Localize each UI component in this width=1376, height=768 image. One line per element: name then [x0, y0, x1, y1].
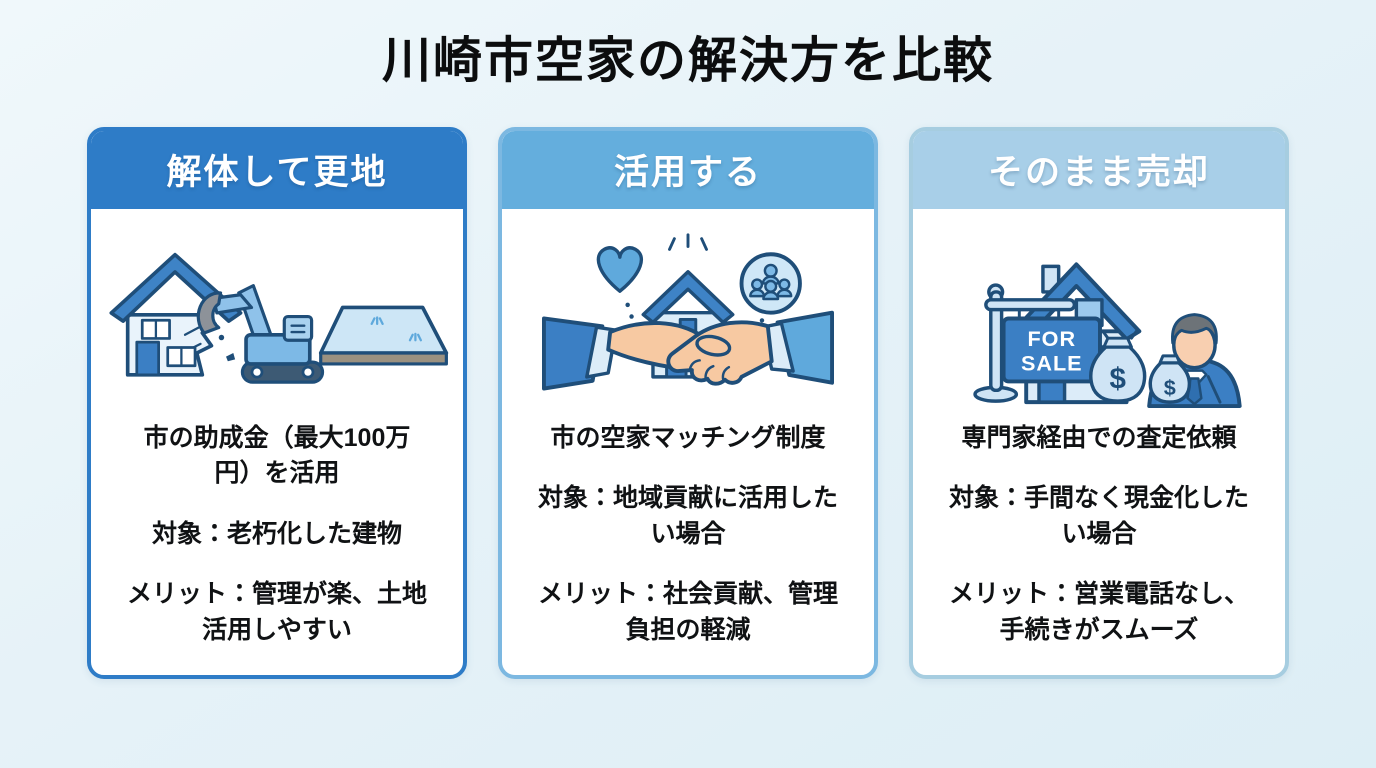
card-utilize-body: 市の空家マッチング制度 対象：地域貢献に活用したい場合 メリット：社会貢献、管理… — [502, 209, 874, 675]
demolition-icon — [104, 219, 450, 417]
card-sell: そのまま売却 — [909, 126, 1289, 679]
card-demolish-target: 対象：老朽化した建物 — [151, 519, 402, 548]
card-demolish-merit: メリット：管理が楽、土地活用しやすい — [126, 580, 427, 644]
card-utilize-text: 市の空家マッチング制度 対象：地域貢献に活用したい場合 メリット：社会貢献、管理… — [537, 421, 839, 649]
card-sell-text: 専門家経由での査定依頼 対象：手間なく現金化したい場合 メリット：営業電話なし、… — [948, 421, 1250, 649]
for-sale-text-line1: FOR — [1027, 326, 1076, 351]
handshake-icon — [542, 219, 834, 417]
card-sell-title: そのまま売却 — [987, 153, 1210, 193]
money-bag-dollar-small: $ — [1164, 375, 1176, 400]
page-title: 川崎市空家の解決方を比較 — [381, 34, 994, 88]
card-sell-program: 専門家経由での査定依頼 — [961, 423, 1237, 452]
money-bag-dollar-large: $ — [1109, 362, 1125, 395]
for-sale-text-line2: SALE — [1021, 350, 1083, 375]
card-utilize-merit: メリット：社会貢献、管理負担の軽減 — [537, 580, 838, 644]
card-demolish: 解体して更地 — [87, 126, 467, 679]
card-utilize-title: 活用する — [613, 153, 762, 193]
card-demolish-header: 解体して更地 — [91, 130, 463, 209]
card-demolish-body: 市の助成金（最大100万円）を活用 対象：老朽化した建物 メリット：管理が楽、土… — [91, 209, 463, 675]
card-sell-target: 対象：手間なく現金化したい場合 — [948, 484, 1249, 548]
card-sell-merit: メリット：営業電話なし、手続きがスムーズ — [948, 580, 1249, 644]
card-demolish-program: 市の助成金（最大100万円）を活用 — [143, 423, 411, 488]
card-utilize-target: 対象：地域貢献に活用したい場合 — [537, 484, 838, 548]
card-utilize-program: 市の空家マッチング制度 — [550, 423, 826, 452]
card-demolish-title: 解体して更地 — [166, 153, 388, 193]
card-utilize-header: 活用する — [502, 130, 874, 209]
card-sell-header: そのまま売却 — [913, 130, 1285, 209]
card-sell-body: FOR SALE $ — [913, 209, 1285, 675]
cards-row: 解体して更地 — [0, 126, 1376, 679]
card-demolish-text: 市の助成金（最大100万円）を活用 対象：老朽化した建物 メリット：管理が楽、土… — [126, 421, 428, 649]
for-sale-icon: FOR SALE $ — [956, 219, 1242, 417]
card-utilize: 活用する — [498, 126, 878, 679]
